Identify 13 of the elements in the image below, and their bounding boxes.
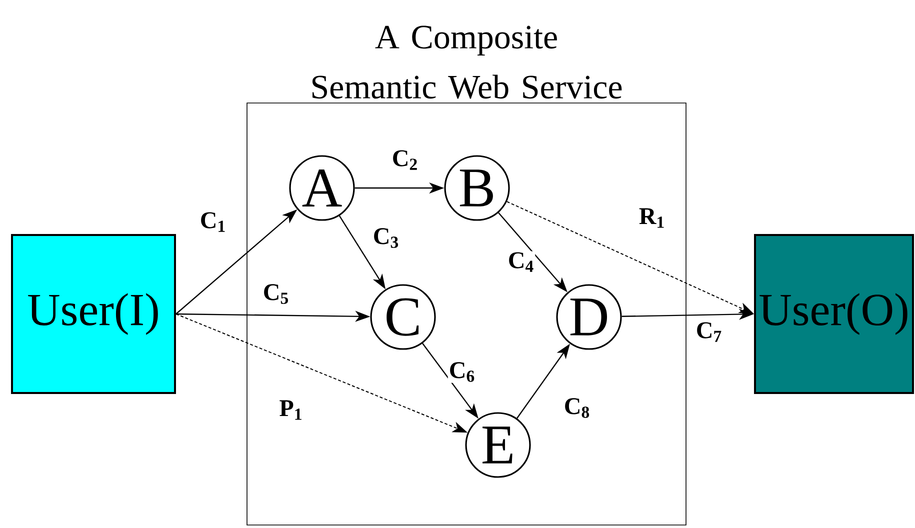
- edge-label: C$_{7}$: [694, 321, 724, 343]
- edge-label: C$_{3}$: [372, 227, 400, 249]
- edge-label: C$_{1}$: [198, 211, 228, 233]
- edge-label: P$_{1}$: [278, 399, 304, 421]
- user-box: User(I): [11, 234, 176, 394]
- edge-label: C$_{5}$: [262, 283, 290, 305]
- edge-label: C$_{2}$: [390, 149, 420, 171]
- user-box: User(O): [754, 234, 914, 394]
- edge-label: C$_{6}$: [448, 361, 476, 383]
- box-title: A Composite Semantic Web Service: [312, 26, 622, 99]
- edge-label: R$_{1}$: [638, 207, 666, 229]
- edge-label: C$_{4}$: [506, 251, 536, 273]
- edge-label: C$_{8}$: [562, 397, 592, 419]
